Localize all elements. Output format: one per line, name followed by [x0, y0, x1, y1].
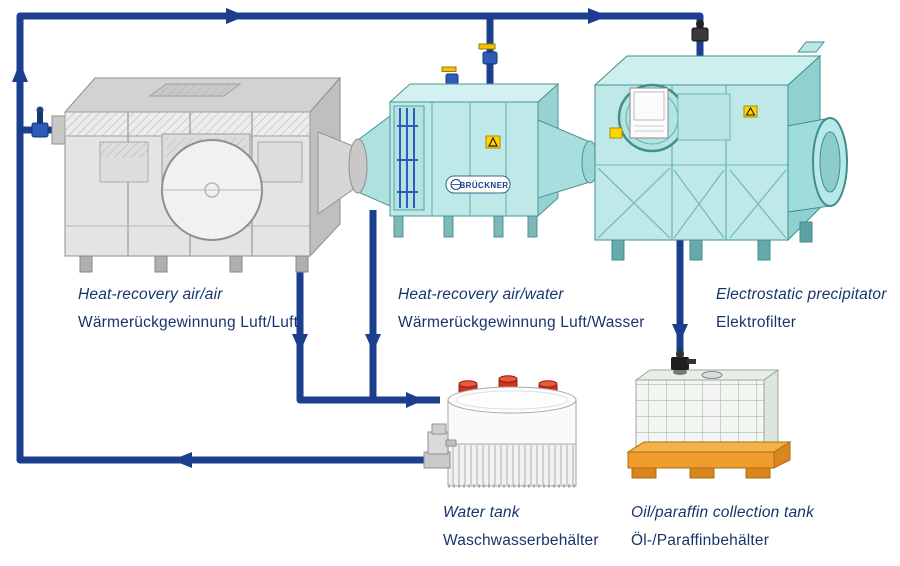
label-electrostatic-precipitator-de: Elektrofilter: [716, 314, 797, 331]
label-oil-paraffin-tank-en: Oil/paraffin collection tank: [631, 504, 815, 521]
pipe-drain-a: [296, 246, 440, 404]
flow-arrow: [12, 62, 28, 82]
duct-air-air-to-air-water: [317, 115, 391, 215]
pipe-network: [12, 8, 709, 468]
flow-arrow: [172, 452, 192, 468]
label-heat-recovery-air-air-de: Wärmerückgewinnung Luft/Luft: [78, 314, 299, 331]
label-heat-recovery-air-air-en: Heat-recovery air/air: [78, 286, 223, 303]
pallet: [626, 441, 792, 479]
label-water-tank-en: Water tank: [443, 504, 520, 521]
water-tank: [423, 375, 577, 488]
control-cabinet: [629, 87, 669, 139]
flow-arrow: [406, 392, 424, 408]
flow-arrow: [588, 8, 608, 24]
valve-air-water-side: [441, 66, 459, 85]
valve-oil-tank: [671, 350, 696, 375]
electrostatic-precipitator-unit: [593, 41, 848, 261]
flow-arrow: [226, 8, 246, 24]
warning-label: [609, 127, 623, 139]
flow-arrow: [672, 324, 688, 342]
tank-pump: [423, 423, 457, 469]
label-heat-recovery-air-water-en: Heat-recovery air/water: [398, 286, 564, 303]
heat-recovery-air-water-unit: BRÜCKNER: [388, 82, 599, 238]
label-electrostatic-precipitator-en: Electrostatic precipitator: [716, 286, 887, 303]
label-oil-paraffin-tank-de: Öl-/Paraffinbehälter: [631, 532, 770, 549]
label-heat-recovery-air-water-de: Wärmerückgewinnung Luft/Wasser: [398, 314, 645, 331]
valve-air-air-inlet: [31, 106, 49, 138]
flow-arrow: [292, 334, 308, 352]
valve-air-water-top: [478, 43, 498, 65]
warning-label: [485, 135, 501, 149]
brueckner-logo: BRÜCKNER: [445, 175, 511, 194]
valve-esp-top: [691, 20, 709, 42]
label-water-tank-de: Waschwasserbehälter: [443, 532, 599, 549]
heat-recovery-air-air-unit: [51, 76, 342, 273]
brand-text: BRÜCKNER: [460, 181, 509, 190]
flow-arrow: [365, 334, 381, 352]
oil-paraffin-tank: [626, 350, 792, 479]
warning-label: [743, 105, 758, 118]
